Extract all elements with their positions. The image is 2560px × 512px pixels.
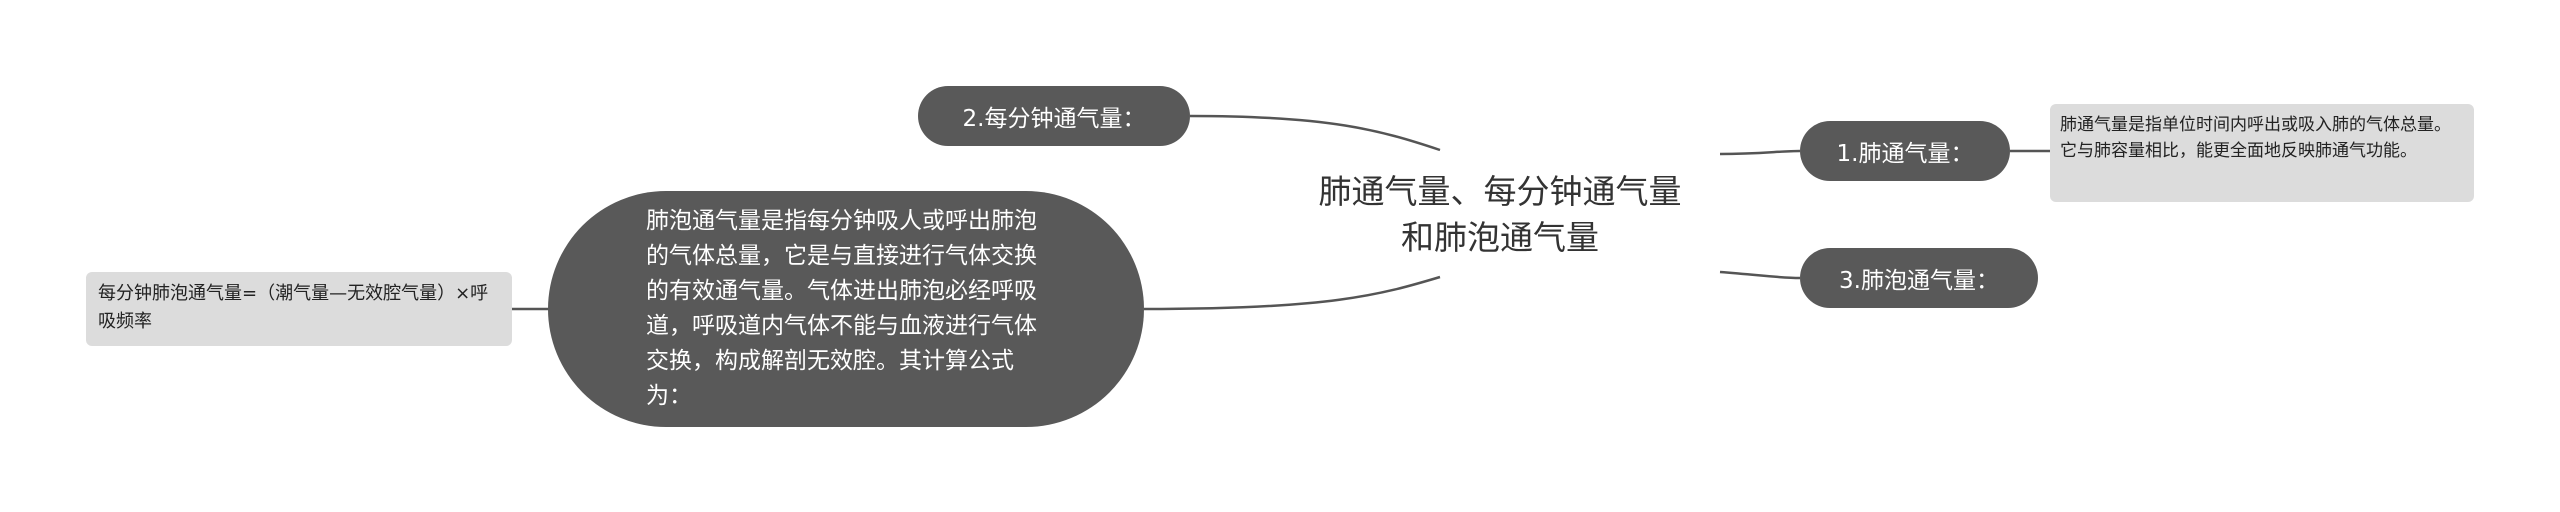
- formula-note[interactable]: 每分钟肺泡通气量=（潮气量—无效腔气量）×呼吸频率: [86, 272, 512, 346]
- link-root-to-alveolar: [1719, 270, 1801, 280]
- branch-pulmonary-label: 1.肺通气量：: [1836, 141, 1974, 167]
- link-root-to-pulmonary: [1719, 149, 1801, 156]
- branch-pulmonary-ventilation[interactable]: 1.肺通气量：: [1800, 121, 2010, 181]
- link-per-minute-to-alveolar-desc: [1143, 275, 1441, 311]
- pulmonary-definition-text: 肺通气量是指单位时间内呼出或吸入肺的气体总量。它与肺容量相比，能更全面地反映肺通…: [2060, 115, 2451, 161]
- branch-alveolar-label: 3.肺泡通气量：: [1839, 268, 1999, 294]
- formula-text: 每分钟肺泡通气量=（潮气量—无效腔气量）×呼吸频率: [98, 283, 489, 332]
- branch-per-minute-label: 2.每分钟通气量：: [962, 106, 1146, 132]
- branch-alveolar-ventilation[interactable]: 3.肺泡通气量：: [1800, 248, 2038, 308]
- root-topic[interactable]: 肺通气量、每分钟通气量 和肺泡通气量: [1290, 160, 1710, 270]
- alveolar-ventilation-description-text: 肺泡通气量是指每分钟吸人或呼出肺泡的气体总量，它是与直接进行气体交换的有效通气量…: [646, 208, 1037, 409]
- branch-per-minute-ventilation[interactable]: 2.每分钟通气量：: [918, 86, 1190, 146]
- root-topic-line-1: 肺通气量、每分钟通气量: [1318, 172, 1682, 211]
- pulmonary-ventilation-definition[interactable]: 肺通气量是指单位时间内呼出或吸入肺的气体总量。它与肺容量相比，能更全面地反映肺通…: [2050, 104, 2474, 202]
- root-topic-line-2: 和肺泡通气量: [1401, 218, 1599, 257]
- alveolar-ventilation-description[interactable]: 肺泡通气量是指每分钟吸人或呼出肺泡的气体总量，它是与直接进行气体交换的有效通气量…: [548, 191, 1144, 427]
- link-root-to-per-minute: [1189, 114, 1441, 152]
